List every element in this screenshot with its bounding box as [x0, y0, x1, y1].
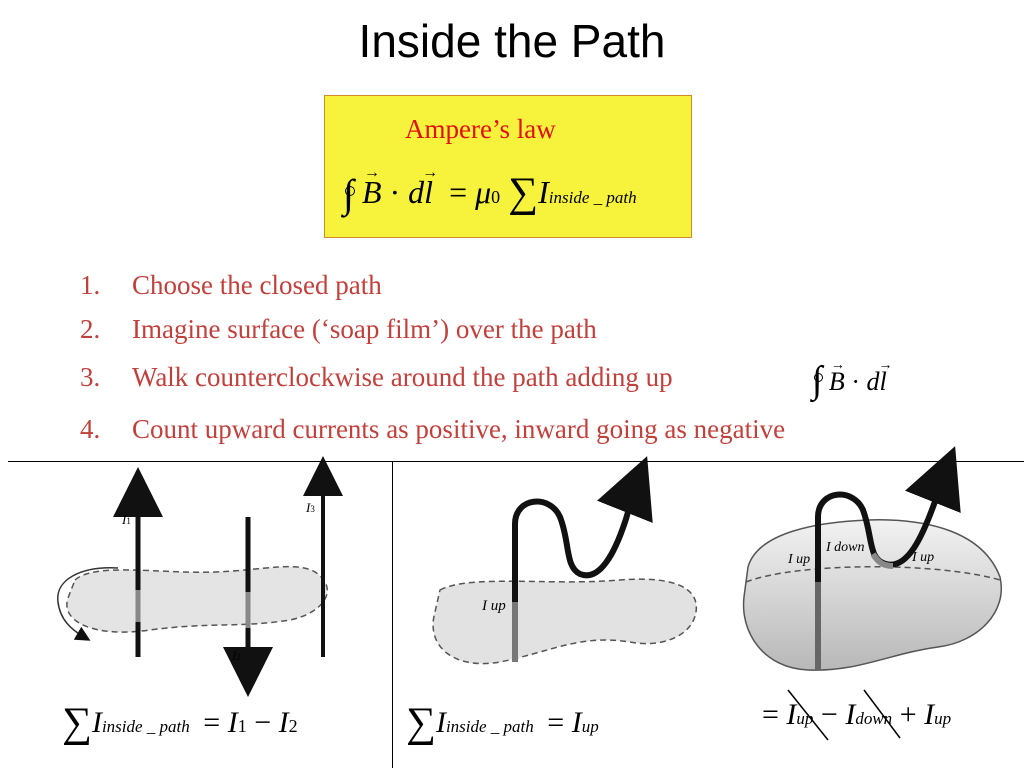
circulation-arrow	[57, 567, 119, 641]
figure-1-diagram	[57, 456, 343, 697]
surface-dome	[742, 519, 1003, 671]
equation-1: ∑Iinside _ path = I1 − I2	[62, 700, 298, 746]
ampere-law-box: Ampere’s law ∫ →B · →dl = μ0 ∑Iinside _ …	[324, 95, 692, 238]
label-I-down: I down	[826, 540, 865, 555]
equation-3: = Iup − Idown + Iup	[762, 698, 952, 731]
contour-integral-symbol: ∫	[812, 359, 823, 401]
current-I: I	[538, 174, 549, 210]
label-I-up-left: I up	[788, 552, 811, 567]
surface-blob	[432, 578, 698, 665]
mu-symbol: μ	[475, 174, 492, 210]
step3-formula: ∫ →B · →dl	[812, 356, 893, 401]
vector-B: →B	[828, 358, 845, 396]
current-subscript: inside _ path	[548, 188, 637, 207]
step-3: 3.Walk counterclockwise around the path …	[80, 362, 673, 392]
vector-dl: →dl	[408, 164, 439, 210]
step-2: 2.Imagine surface (‘soap film’) over the…	[80, 314, 597, 344]
label-I3: I3	[306, 500, 315, 515]
vertical-divider	[392, 462, 393, 768]
sum-symbol: ∑	[508, 170, 539, 216]
label-I1: I1	[122, 512, 131, 527]
step-1: 1.Choose the closed path	[80, 270, 382, 300]
label-I-up-right: I up	[912, 550, 935, 565]
current-wire	[512, 456, 653, 662]
surface-blob	[66, 565, 329, 633]
ampere-law-formula: ∫ →B · →dl = μ0 ∑Iinside _ path	[343, 164, 637, 216]
ampere-law-heading: Ampere’s law	[405, 114, 556, 144]
vector-B: →B	[361, 164, 382, 210]
dot-operator: ·	[389, 174, 401, 210]
figure-3-diagram	[742, 446, 1003, 671]
dot-operator: ·	[851, 367, 860, 396]
figure-2-diagram	[432, 456, 698, 665]
vector-dl: →dl	[866, 358, 893, 396]
label-I-up: I up	[482, 598, 506, 614]
label-I2: I2	[232, 648, 241, 663]
horizontal-divider	[8, 461, 1024, 462]
equals-sign: =	[449, 174, 468, 210]
mu-subscript: 0	[491, 187, 501, 207]
equation-2: ∑Iinside _ path = Iup	[406, 700, 599, 746]
step-4: 4.Count upward currents as positive, inw…	[80, 414, 786, 444]
contour-integral-symbol: ∫	[343, 171, 355, 216]
cancel-strike-lines	[787, 689, 901, 741]
slide-title: Inside the Path	[358, 15, 666, 67]
